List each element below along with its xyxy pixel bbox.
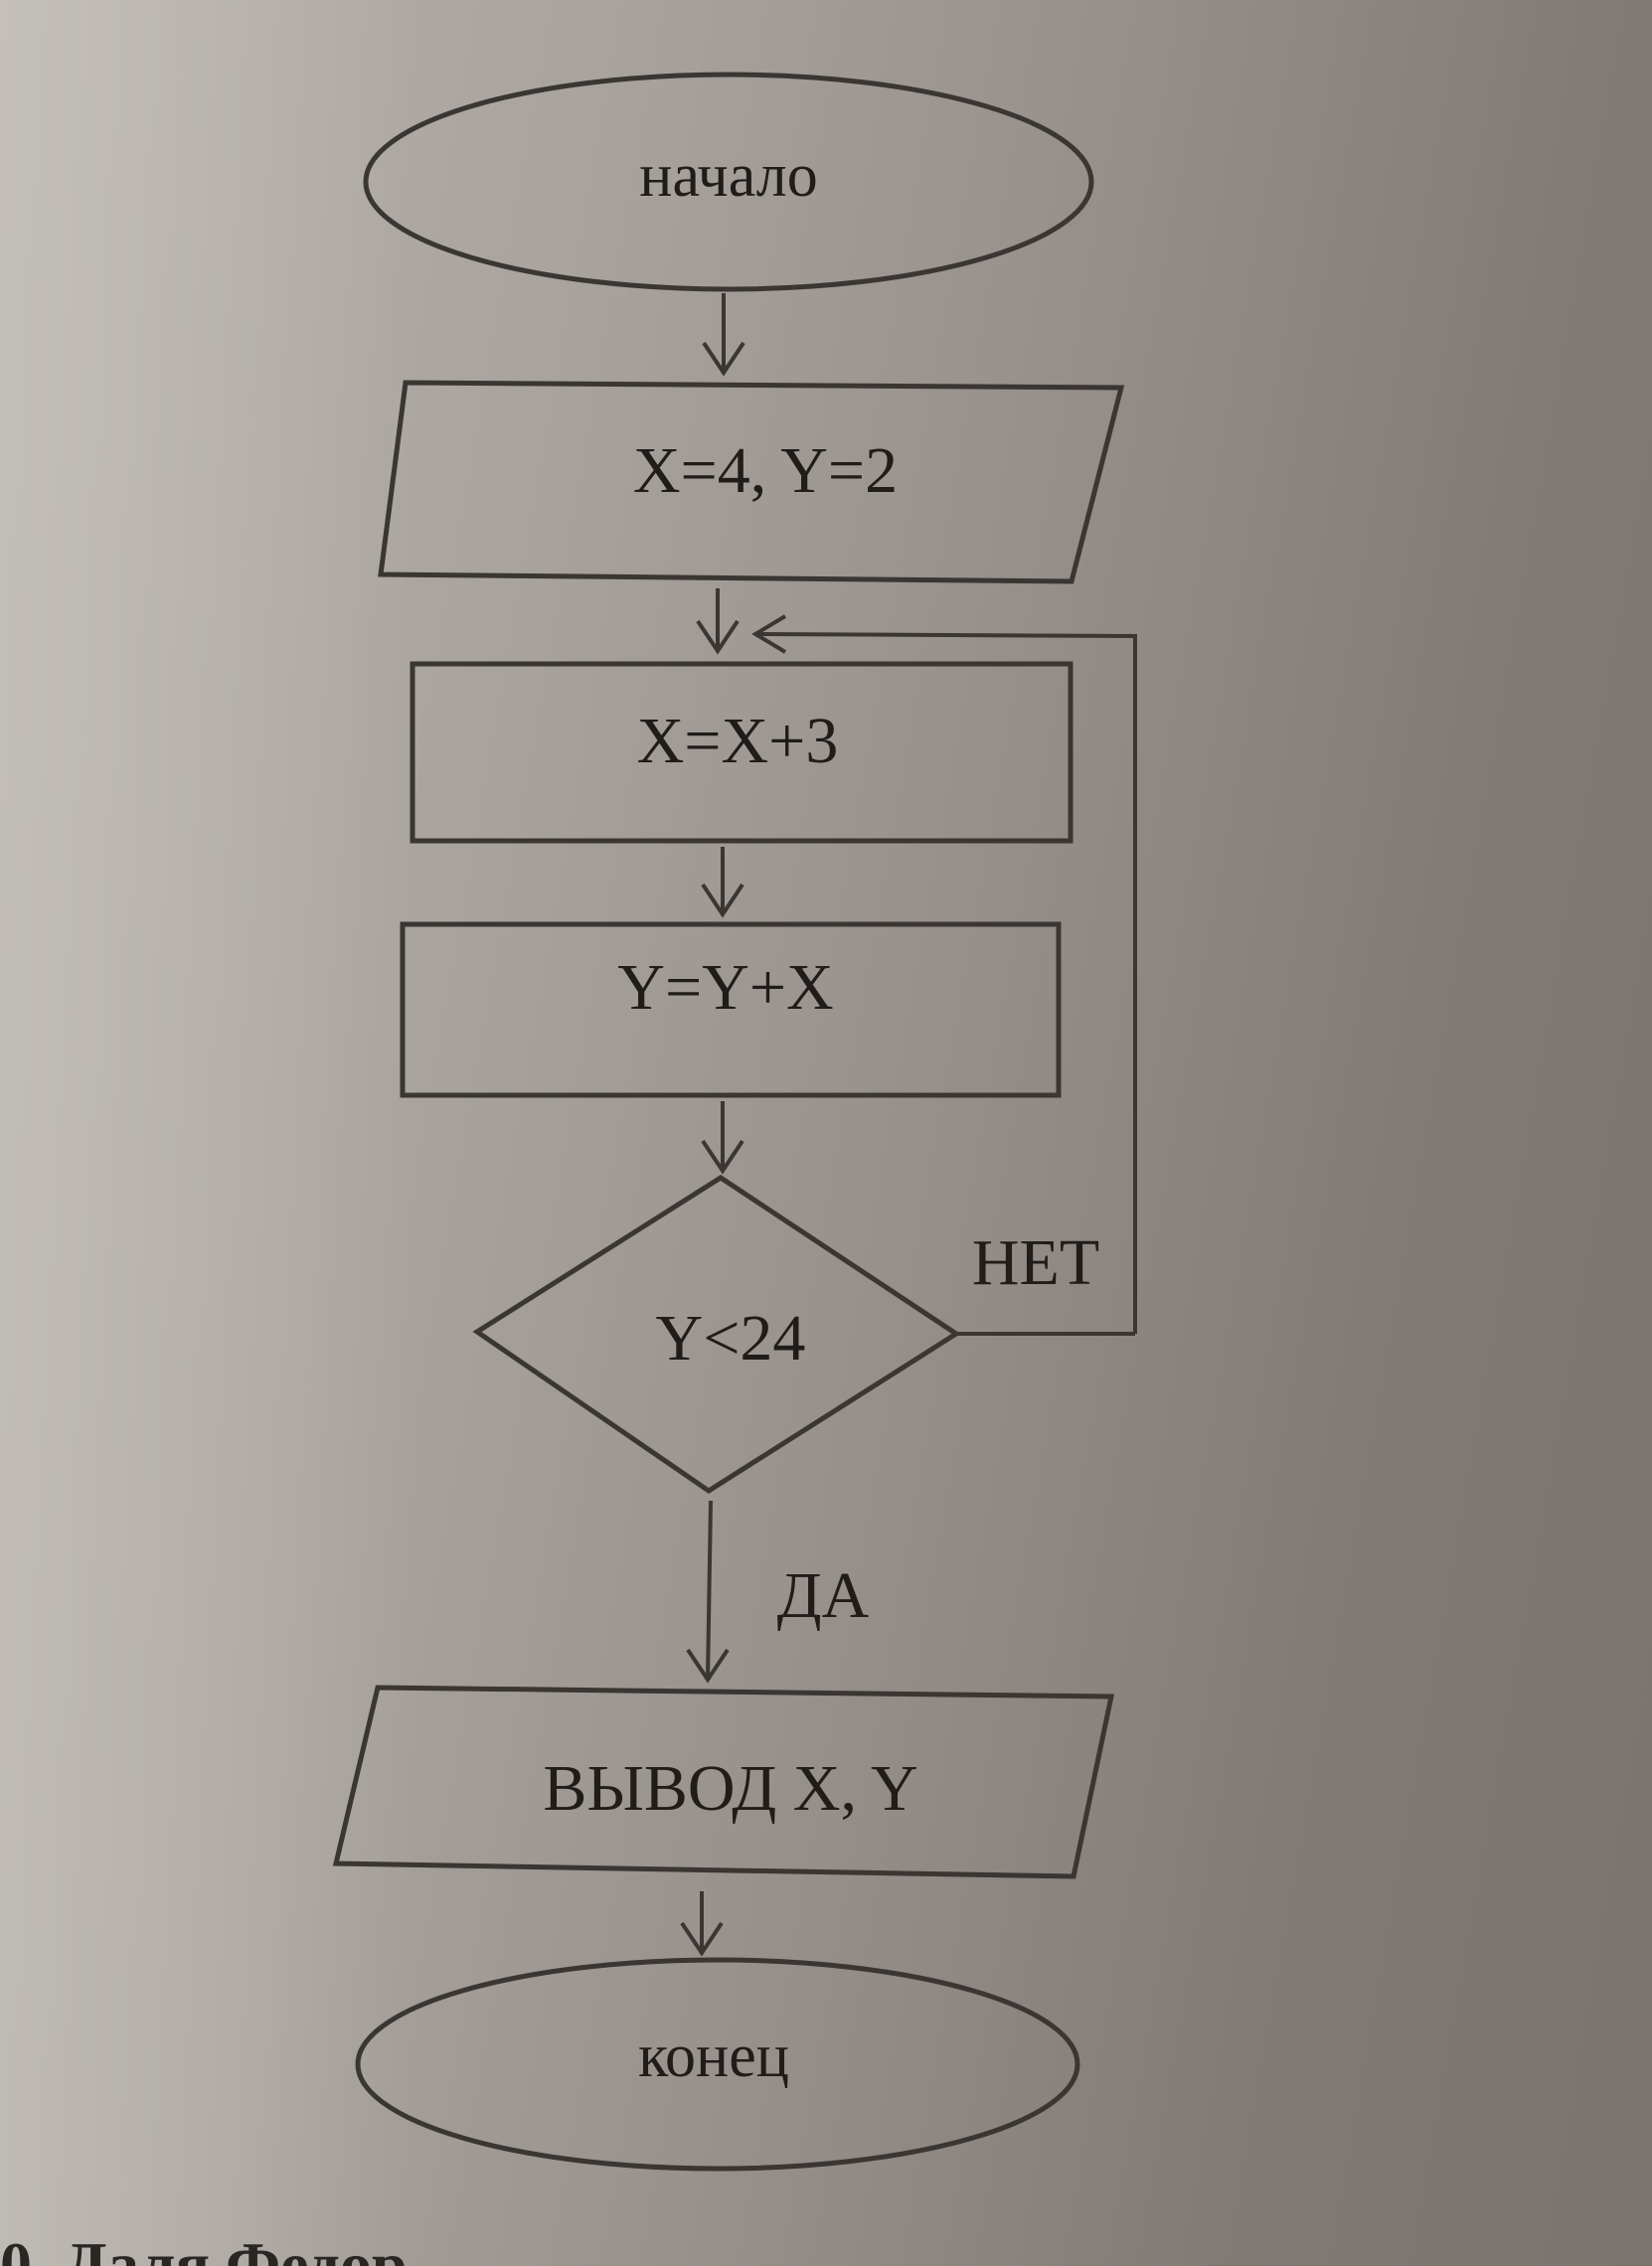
- footer-text: 0. Даля Федор: [0, 2229, 408, 2266]
- start-terminator: [363, 72, 1094, 292]
- process-block-x: [410, 661, 1074, 844]
- arrow-input-to-step1: [696, 588, 740, 655]
- page-highlight: [0, 0, 417, 2266]
- arrow-output-to-end: [680, 1891, 724, 1957]
- process-label-x: X=X+3: [637, 705, 839, 777]
- arrow-step1-to-step2: [701, 847, 744, 918]
- decision-label: Y<24: [656, 1302, 806, 1375]
- input-label: X=4, Y=2: [633, 434, 898, 507]
- process-block-y: [400, 921, 1062, 1098]
- yes-label: ДА: [777, 1559, 870, 1632]
- arrow-start-to-input: [702, 293, 745, 377]
- arrow-loop-back: [751, 614, 1137, 1334]
- process-label-y: Y=Y+X: [617, 951, 833, 1024]
- no-label: НЕТ: [972, 1226, 1099, 1299]
- decision-block: [472, 1175, 961, 1494]
- end-label: конец: [638, 2023, 789, 2090]
- end-terminator: [355, 1957, 1080, 2172]
- output-label: ВЫВОД X, Y: [543, 1752, 917, 1825]
- input-block: [378, 380, 1125, 584]
- start-label: начало: [639, 142, 817, 210]
- output-block: [332, 1685, 1115, 1879]
- arrow-yes-to-output: [686, 1500, 730, 1684]
- arrow-step2-to-decision: [701, 1101, 744, 1175]
